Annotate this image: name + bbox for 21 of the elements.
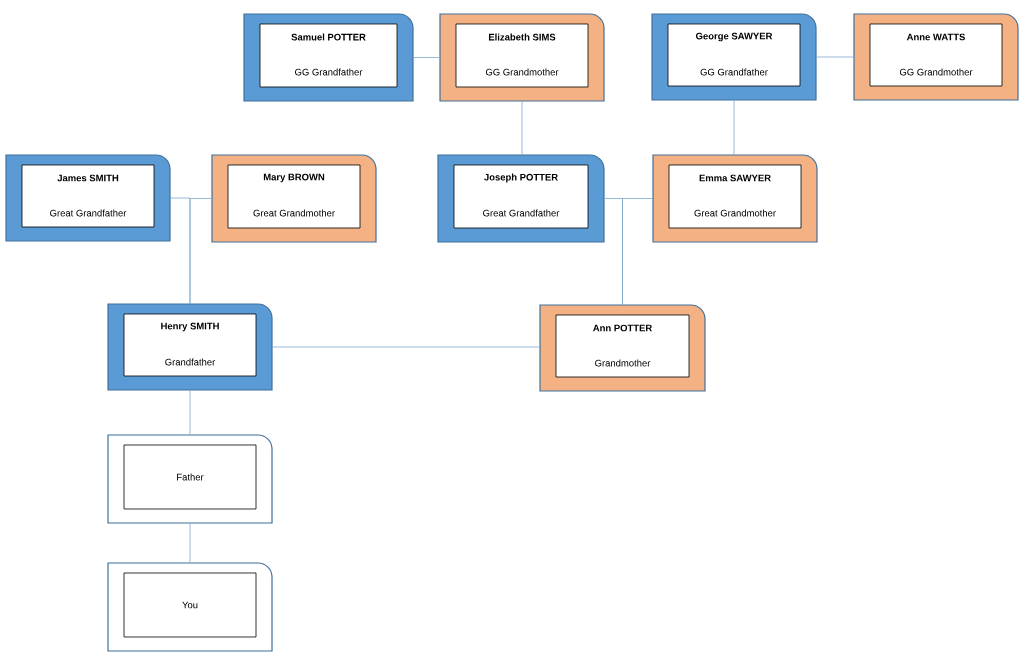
- connector-line: [622, 198, 654, 306]
- person-box: Henry SMITH Grandfather: [107, 303, 273, 391]
- person-box: Ann POTTER Grandmother: [539, 304, 706, 392]
- person-box: Mary BROWN Great Grandmother: [211, 154, 377, 243]
- person-box: Joseph POTTER Great Grandfather: [437, 154, 605, 243]
- connector-line: [521, 100, 523, 156]
- person-box: Emma SAWYER Great Grandmother: [652, 154, 818, 243]
- connector-line: [815, 56, 855, 58]
- person-box: George SAWYER GG Grandfather: [651, 13, 817, 101]
- connector-line: [271, 346, 541, 348]
- person-box: Elizabeth SIMS GG Grandmother: [439, 13, 605, 102]
- person-box: James SMITH Great Grandfather: [5, 154, 171, 242]
- connector-line: [412, 57, 441, 58]
- connector-line: [189, 389, 191, 436]
- person-box: Samuel POTTER GG Grandfather: [243, 13, 414, 102]
- connector-line: [189, 522, 191, 564]
- connector-line: [189, 198, 213, 305]
- person-box: You: [107, 562, 273, 652]
- person-box: Father: [107, 434, 273, 524]
- person-box: Anne WATTS GG Grandmother: [853, 13, 1019, 101]
- connector-line: [733, 99, 735, 156]
